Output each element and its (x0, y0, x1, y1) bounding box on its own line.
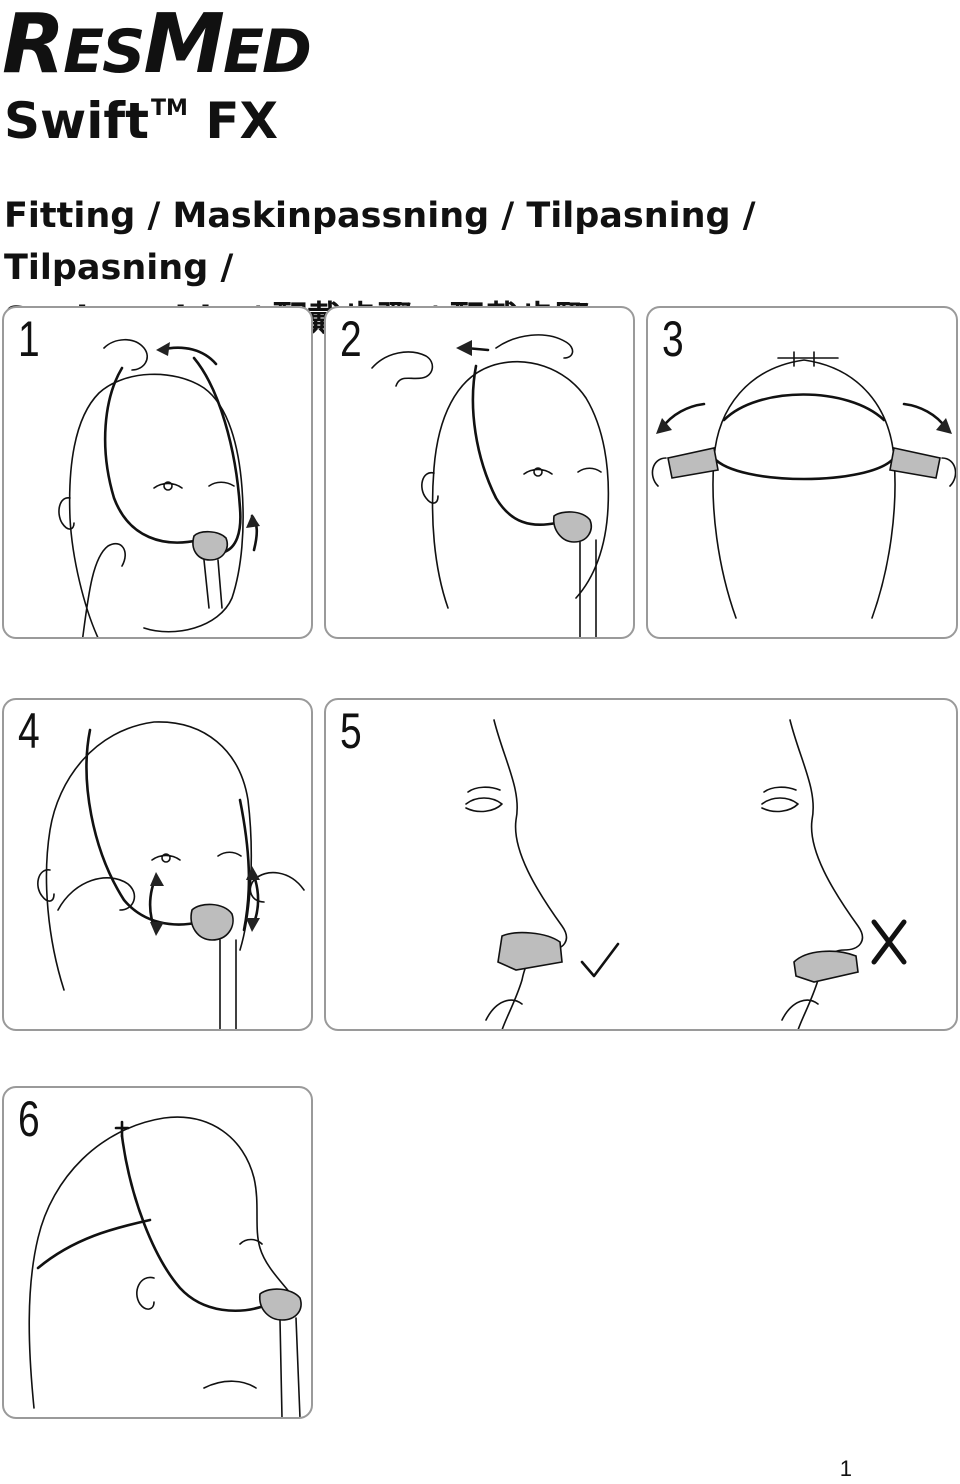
step-3-number: 3 (662, 311, 684, 367)
step-5-panel: 5 (324, 698, 958, 1031)
resmed-logo: RESMED (2, 4, 312, 87)
tighten-side-straps-icon (651, 351, 956, 619)
step-2-number: 2 (340, 311, 362, 367)
adjust-side-straps-icon (37, 721, 305, 1029)
step-4-number: 4 (18, 703, 40, 759)
step-3-panel: 3 (646, 306, 958, 639)
logo-letters-ed: ED (222, 17, 312, 87)
heading-line-1: Fitting / Maskinpassning / Tilpasning / … (4, 196, 756, 288)
step-6-panel: 6 (2, 1086, 313, 1419)
step-2-panel: 2 (324, 306, 635, 639)
pull-back-strap-icon (371, 334, 610, 637)
product-title: SwiftTM FX (4, 96, 278, 146)
logo-letter-r: R (2, 0, 65, 92)
logo-letters-es: ES (63, 17, 145, 87)
trademark-mark: TM (151, 96, 188, 121)
product-model: FX (205, 92, 279, 150)
adjust-headgear-icon (58, 338, 260, 637)
logo-letter-m: M (143, 0, 225, 92)
page-number: 1 (839, 1456, 852, 1481)
step-5-number: 5 (340, 703, 362, 759)
step-1-number: 1 (18, 311, 40, 367)
product-name: Swift (4, 92, 149, 150)
step-1-panel: 1 (2, 306, 313, 639)
fitted-mask-profile-icon (28, 1116, 302, 1417)
step-4-panel: 4 (2, 698, 313, 1031)
step-6-number: 6 (18, 1091, 40, 1147)
pillow-fit-check-icon (465, 719, 907, 1029)
